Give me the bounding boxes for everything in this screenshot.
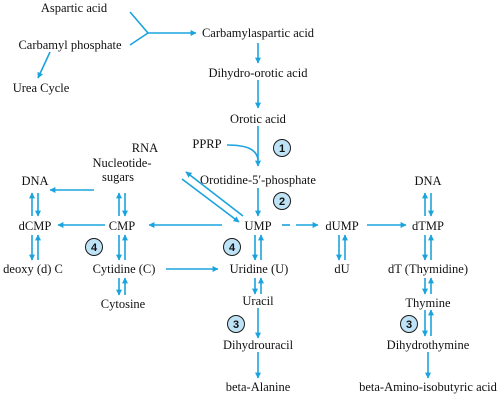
label-beta-alanine: beta-Alanine — [226, 380, 291, 394]
label-deoxy-c: deoxy (d) C — [3, 262, 63, 276]
label-dihydro-orotic-acid: Dihydro-orotic acid — [209, 66, 309, 80]
label-thymine: Thymine — [405, 296, 451, 310]
label-ump: UMP — [244, 219, 271, 233]
label-nucleotide-sugars-line1: Nucleotide- — [92, 156, 151, 170]
label-uracil: Uracil — [242, 294, 274, 308]
step-circle-1: 1 — [273, 139, 291, 157]
ump-to-rna-arrow — [185, 171, 244, 217]
label-pprp: PPRP — [192, 137, 221, 151]
step-number: 3 — [406, 319, 412, 331]
label-orotidine-5-phosphate: Orotidine-5′-phosphate — [200, 173, 316, 187]
label-dihydrouracil: Dihydrouracil — [223, 338, 294, 352]
step-circle-4-uridine: 4 — [223, 238, 241, 256]
label-cytosine: Cytosine — [101, 297, 146, 311]
label-dtmp: dTMP — [412, 219, 444, 233]
label-carbamyl-phosphate: Carbamyl phosphate — [18, 38, 122, 52]
label-cmp: CMP — [109, 219, 135, 233]
label-dt-thymidine: dT (Thymidine) — [388, 262, 468, 276]
label-aspartic-acid: Aspartic acid — [41, 1, 108, 15]
label-uridine: Uridine (U) — [230, 262, 289, 276]
label-carbamylaspartic-acid: Carbamylaspartic acid — [202, 26, 315, 40]
label-dna-right: DNA — [414, 174, 441, 188]
step-number: 2 — [279, 196, 285, 208]
step-number: 3 — [233, 319, 239, 331]
label-dihydrothymine: Dihydrothymine — [387, 338, 470, 352]
label-orotic-acid: Orotic acid — [230, 112, 287, 126]
step-number: 1 — [279, 143, 285, 155]
step-circle-3-thymine: 3 — [400, 315, 418, 333]
rna-to-ump-arrow — [181, 178, 240, 223]
pprp-join-curve — [226, 144, 259, 161]
label-rna: RNA — [132, 141, 158, 155]
label-urea-cycle: Urea Cycle — [13, 81, 70, 95]
aspartic-to-junction-line — [129, 11, 149, 34]
label-beta-amino-isobutyric-acid: beta-Amino-isobutyric acid — [359, 380, 498, 394]
label-du: dU — [334, 262, 349, 276]
label-dcmp: dCMP — [19, 219, 52, 233]
label-nucleotide-sugars-line2: sugars — [102, 170, 134, 184]
label-dump: dUMP — [325, 219, 358, 233]
step-circle-3-uracil: 3 — [227, 315, 245, 333]
label-dna-left: DNA — [21, 174, 48, 188]
step-circle-2: 2 — [273, 192, 291, 210]
step-circle-4-cytidine: 4 — [85, 238, 103, 256]
label-cytidine: Cytidine (C) — [93, 262, 156, 276]
step-number: 4 — [229, 242, 236, 254]
carbamyl-to-junction-line — [129, 32, 149, 46]
step-number: 4 — [91, 242, 98, 254]
carbamyl-to-urea-cycle-arrow — [37, 51, 51, 79]
